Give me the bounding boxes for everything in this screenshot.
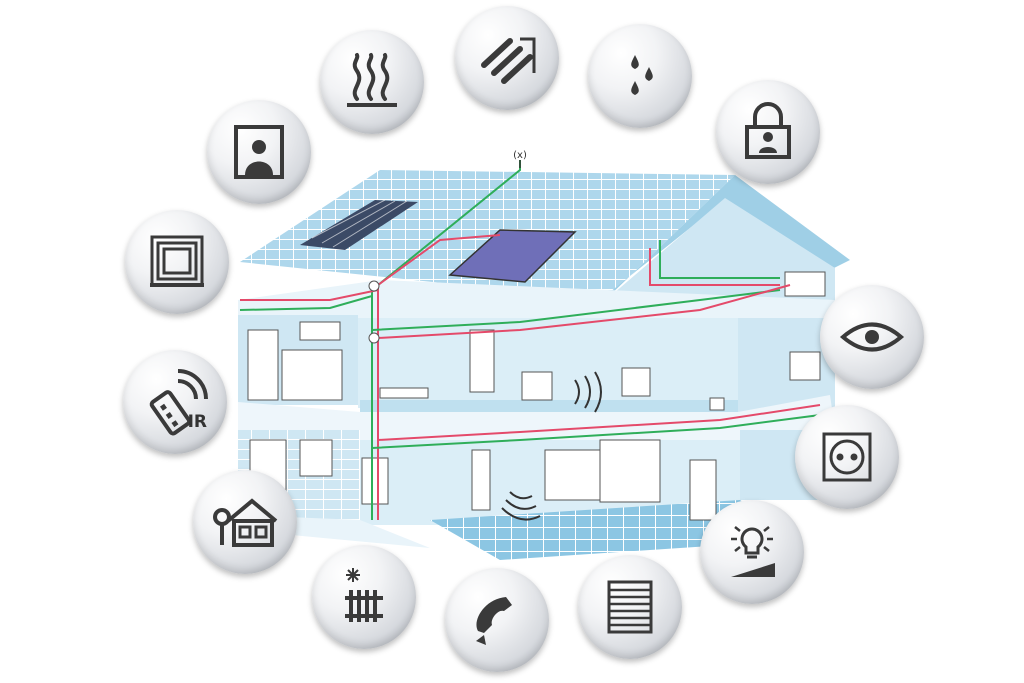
basement-equipment bbox=[249, 439, 717, 521]
heat-waves-icon bbox=[347, 53, 397, 107]
middle-floor-slab bbox=[238, 395, 835, 448]
security-icon-button[interactable] bbox=[716, 80, 820, 184]
kitchen-cabinets bbox=[247, 321, 343, 401]
water-icon-button[interactable] bbox=[588, 24, 692, 128]
door-person-icon bbox=[234, 125, 284, 179]
upper-ceiling-slab bbox=[238, 280, 835, 330]
junction-node bbox=[368, 280, 380, 292]
blinds-icon-button[interactable] bbox=[578, 555, 682, 659]
lighting-icon-button[interactable] bbox=[700, 500, 804, 604]
ir-remote-icon-button[interactable]: IR bbox=[123, 350, 227, 454]
ir-remote-icon bbox=[149, 369, 208, 436]
wireless-signal-waves bbox=[501, 371, 602, 521]
house-tree-icon bbox=[213, 498, 278, 547]
living-furniture bbox=[379, 271, 826, 411]
phone-icon-button[interactable] bbox=[445, 568, 549, 672]
roof bbox=[240, 170, 735, 300]
pipes-icon bbox=[481, 37, 536, 84]
climate-icon-button[interactable] bbox=[312, 545, 416, 649]
power-socket-icon bbox=[822, 432, 872, 482]
intercom-icon-button[interactable] bbox=[207, 100, 311, 204]
solar-collector bbox=[448, 229, 577, 283]
home-icon-button[interactable] bbox=[193, 470, 297, 574]
padlock-icon bbox=[745, 102, 791, 159]
water-drops-icon bbox=[631, 55, 653, 95]
pipes-icon-button[interactable] bbox=[455, 6, 559, 110]
window-frame-icon bbox=[150, 235, 204, 287]
blinds-icon bbox=[607, 580, 653, 634]
ir-label: IR bbox=[187, 412, 207, 432]
window-icon-button[interactable] bbox=[125, 210, 229, 314]
surveillance-icon-button[interactable] bbox=[820, 285, 924, 389]
heating-icon-button[interactable] bbox=[320, 30, 424, 134]
eye-icon bbox=[839, 322, 905, 352]
radiator-frost-icon bbox=[345, 568, 383, 622]
middle-floor-surface bbox=[360, 400, 738, 412]
socket-icon-button[interactable] bbox=[795, 405, 899, 509]
dimmer-lamp-icon bbox=[731, 526, 775, 577]
junction-node bbox=[368, 332, 380, 344]
phone-icon bbox=[476, 597, 512, 645]
antenna-label: (x) bbox=[513, 150, 527, 161]
